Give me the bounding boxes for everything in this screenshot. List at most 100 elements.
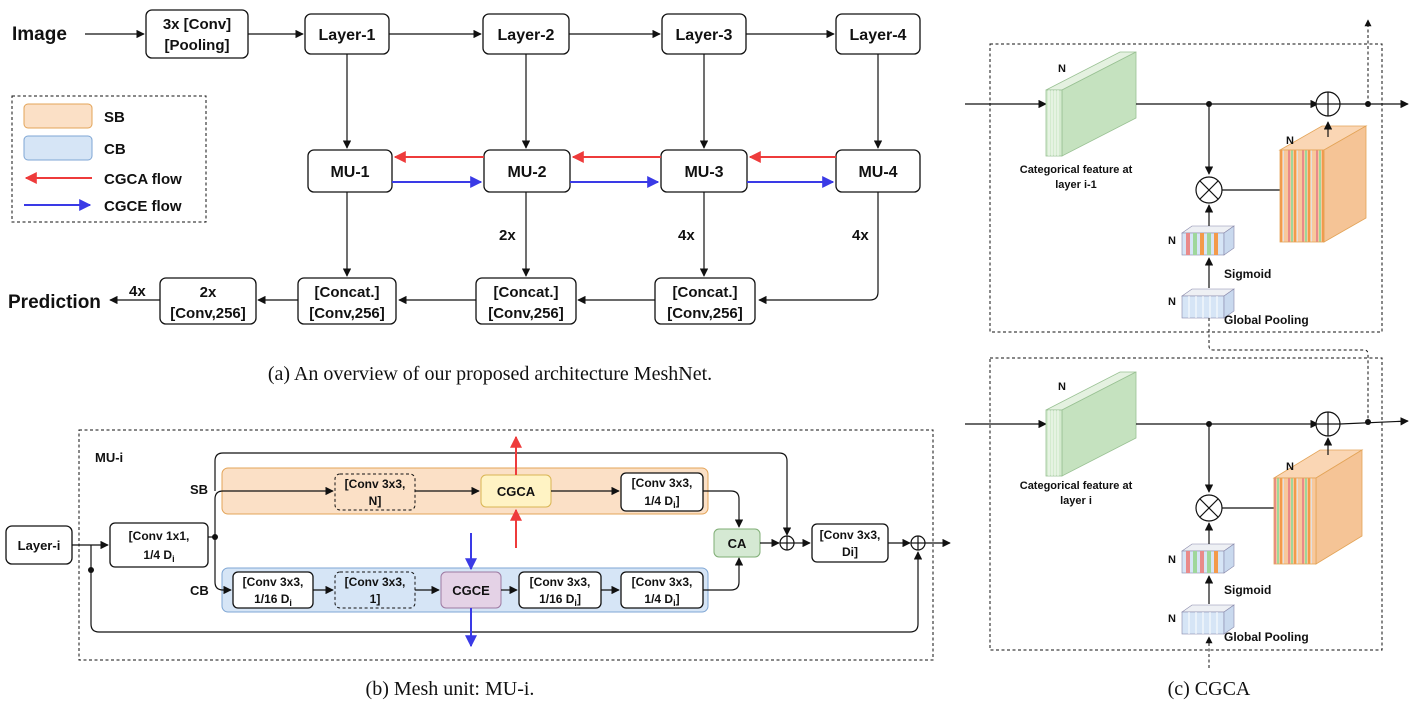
n-label-pool-top: N	[1168, 296, 1176, 308]
sb-conv-b-block	[620, 472, 704, 512]
sigmoid-vector-bottom	[1181, 543, 1235, 574]
cgca-frame-top	[989, 43, 1383, 333]
sb-conv-a-line2: N]	[369, 494, 382, 508]
caption-c: (c) CGCA	[1168, 678, 1251, 700]
sigmoid-label-top: Sigmoid	[1224, 267, 1271, 281]
feature-stack-top	[1045, 51, 1137, 157]
svg-text:1/16 Di]: 1/16 Di]	[539, 592, 581, 608]
legend-sb-label: SB	[104, 109, 125, 126]
concat-3-line1: [Concat.]	[673, 284, 738, 301]
caption-a: (a) An overview of our proposed architec…	[268, 363, 712, 385]
cb-conv-b-line1: [Conv 3x3,	[345, 575, 406, 589]
conv1x1-line2: 1/4 D	[143, 548, 172, 562]
n-label-sig-bot: N	[1168, 554, 1176, 566]
sb-band-label: SB	[190, 482, 208, 497]
cb-conv-c-sub: i	[574, 598, 577, 608]
cb-conv-c-line2: 1/16 D	[539, 592, 575, 606]
concat-block-3	[654, 277, 756, 325]
scale-4x-label-head: 4x	[129, 283, 146, 300]
concat-block-2	[475, 277, 577, 325]
cb-conv-a-line2: 1/16 D	[254, 592, 290, 606]
head-line2: [Conv,256]	[170, 305, 246, 322]
svg-text:1/4 Di: 1/4 Di	[143, 548, 174, 564]
layer-i-label: Layer-i	[18, 538, 61, 553]
panel-c: N Categorical feature at layer i-1 N	[965, 19, 1409, 700]
feat-top-line1: Categorical feature at	[1020, 164, 1133, 176]
head-block	[159, 277, 257, 325]
cb-conv-d-sub: i	[673, 598, 676, 608]
scale-4x-label-mu4: 4x	[852, 227, 869, 244]
sigmoid-label-bottom: Sigmoid	[1224, 583, 1271, 597]
feat-bot-line1: Categorical feature at	[1020, 480, 1133, 492]
scale-4x-label-mu3: 4x	[678, 227, 695, 244]
pooled-vector-bottom	[1181, 604, 1235, 635]
feature-stack-bottom	[1045, 371, 1137, 477]
mu-1-block	[307, 149, 393, 193]
cb-conv-c-line1: [Conv 3x3,	[530, 575, 591, 589]
pooled-vector-top	[1181, 288, 1235, 319]
svg-text:1/4 Di]: 1/4 Di]	[644, 592, 679, 608]
concat-1-line2: [Conv,256]	[309, 305, 385, 322]
legend-sb-swatch	[23, 103, 93, 129]
mu-2-label: MU-2	[507, 164, 546, 181]
cgca-label: CGCA	[497, 484, 536, 499]
sb-conv-b-sub: i	[673, 500, 676, 510]
panel-a: Image 3x [Conv] [Pooling] Layer-1 Layer-…	[8, 9, 921, 385]
layer-1-label: Layer-1	[319, 27, 376, 44]
sb-conv-b-line1: [Conv 3x3,	[632, 476, 693, 490]
cb-band-label: CB	[190, 583, 209, 598]
svg-text:1/4 Di]: 1/4 Di]	[644, 494, 679, 510]
sb-conv-a-line1: [Conv 3x3,	[345, 477, 406, 491]
stem-line1: 3x [Conv]	[163, 16, 231, 33]
concat-3-line2: [Conv,256]	[667, 305, 743, 322]
n-label-feat-top: N	[1058, 63, 1066, 75]
weighted-output-top	[1278, 125, 1368, 243]
svg-text:1/16 Di: 1/16 Di	[254, 592, 292, 608]
global-pooling-label-bottom: Global Pooling	[1224, 630, 1309, 644]
sigmoid-vector-top	[1181, 225, 1235, 256]
mu-4-label: MU-4	[858, 164, 897, 181]
mu-i-title: MU-i	[95, 450, 123, 465]
concat-2-line2: [Conv,256]	[488, 305, 564, 322]
image-label: Image	[12, 24, 67, 45]
weighted-output-bottom	[1272, 449, 1364, 565]
conv1x1-block	[109, 522, 209, 568]
conv1x1-sub: i	[172, 554, 175, 564]
sb-conv-a-block	[334, 473, 416, 511]
cb-conv-b-line2: 1]	[370, 592, 381, 606]
n-label-feat-bot: N	[1058, 381, 1066, 393]
n-label-pool-bot: N	[1168, 613, 1176, 625]
out-conv-line1: [Conv 3x3,	[820, 528, 881, 542]
sb-conv-b-line2: 1/4 D	[644, 494, 673, 508]
feat-bot-line2: layer i	[1060, 495, 1092, 507]
n-label-sig-top: N	[1168, 235, 1176, 247]
global-pooling-label-top: Global Pooling	[1224, 313, 1309, 327]
prediction-label: Prediction	[8, 292, 101, 313]
feat-top-line2: layer i-1	[1055, 179, 1097, 191]
stem-line2: [Pooling]	[165, 37, 230, 54]
cb-conv-a-sub: i	[289, 598, 292, 608]
mu-1-label: MU-1	[330, 164, 369, 181]
concat-2-line1: [Concat.]	[494, 284, 559, 301]
cb-conv-d-line1: [Conv 3x3,	[632, 575, 693, 589]
n-label-out-bot: N	[1286, 461, 1294, 473]
head-line1: 2x	[200, 284, 217, 301]
cgce-label: CGCE	[452, 583, 490, 598]
layer-4-label: Layer-4	[850, 27, 907, 44]
mu-3-label: MU-3	[684, 164, 723, 181]
n-label-out-top: N	[1286, 135, 1294, 147]
cb-conv-a-line1: [Conv 3x3,	[243, 575, 304, 589]
cb-conv-d-line2: 1/4 D	[644, 592, 673, 606]
mu-2-block	[483, 149, 571, 193]
legend-cgca-label: CGCA flow	[104, 171, 182, 188]
layer-2-label: Layer-2	[498, 27, 555, 44]
ca-label: CA	[728, 536, 747, 551]
legend-cb-swatch	[23, 135, 93, 161]
cgca-frame-bottom	[989, 357, 1383, 651]
layer-3-label: Layer-3	[676, 27, 733, 44]
caption-b: (b) Mesh unit: MU-i.	[366, 678, 535, 700]
out-conv-line2: Di]	[842, 545, 858, 559]
scale-2x-label: 2x	[499, 227, 516, 244]
panel-b: MU-i SB CB Layer-i [Conv 1x1, 1/4 Di [Co…	[5, 429, 951, 700]
